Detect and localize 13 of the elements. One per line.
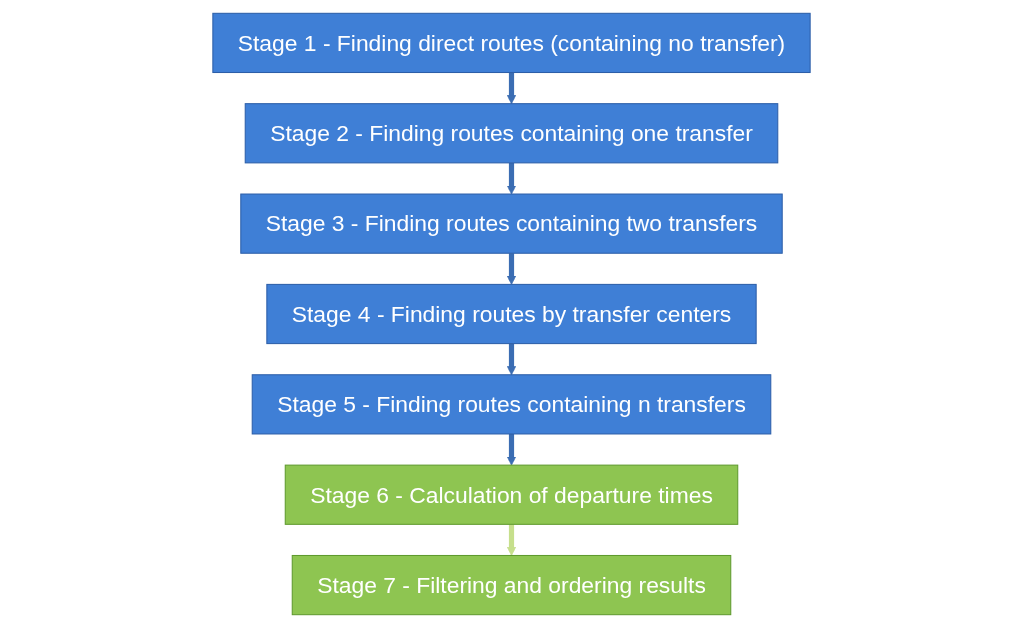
arrow bbox=[506, 162, 517, 195]
node-box: Stage 2 - Finding routes containing one transfer bbox=[244, 103, 779, 164]
node-box: Stage 3 - Finding routes containing two transfers bbox=[240, 193, 783, 254]
node-box: Stage 6 - Calculation of departure times bbox=[284, 464, 739, 525]
arrow bbox=[506, 433, 517, 466]
arrow bbox=[506, 524, 517, 556]
node-box: Stage 7 - Filtering and ordering results bbox=[291, 554, 732, 616]
arrow bbox=[506, 253, 517, 285]
node-box: Stage 4 - Finding routes by transfer centers bbox=[266, 283, 757, 345]
arrow bbox=[506, 343, 517, 376]
node-box: Stage 1 - Finding direct routes (containing no transfer) bbox=[212, 12, 811, 74]
arrow bbox=[506, 72, 517, 105]
node-box: Stage 5 - Finding routes containing n transfers bbox=[251, 374, 772, 435]
